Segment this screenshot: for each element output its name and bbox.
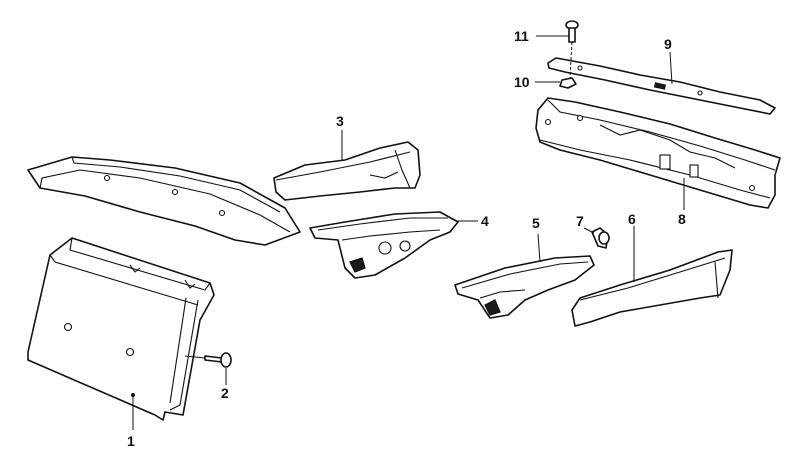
bracket-part-6 bbox=[571, 226, 733, 327]
parcel-shelf bbox=[27, 156, 301, 246]
bracket-part-5 bbox=[454, 233, 595, 319]
callout-9: 9 bbox=[664, 36, 672, 52]
strip-part-9 bbox=[547, 51, 776, 115]
nut-part-10 bbox=[535, 77, 577, 89]
callout-6: 6 bbox=[628, 211, 636, 227]
clip-part-7 bbox=[583, 227, 610, 249]
callout-8: 8 bbox=[678, 211, 686, 227]
callout-1: 1 bbox=[127, 433, 135, 449]
callout-5: 5 bbox=[532, 215, 540, 231]
callout-10: 10 bbox=[514, 74, 530, 90]
callout-7: 7 bbox=[576, 213, 584, 229]
callout-4: 4 bbox=[481, 213, 489, 229]
callout-11: 11 bbox=[514, 28, 529, 44]
bracket-part-4 bbox=[309, 211, 478, 279]
bracket-part-3 bbox=[273, 130, 421, 201]
bolt-part-11 bbox=[536, 20, 579, 79]
callout-3: 3 bbox=[336, 113, 344, 129]
cross-member-part-8 bbox=[535, 97, 781, 210]
callout-2: 2 bbox=[221, 385, 229, 401]
screw-part-2 bbox=[184, 352, 232, 385]
rear-panel-part-1 bbox=[27, 237, 215, 421]
